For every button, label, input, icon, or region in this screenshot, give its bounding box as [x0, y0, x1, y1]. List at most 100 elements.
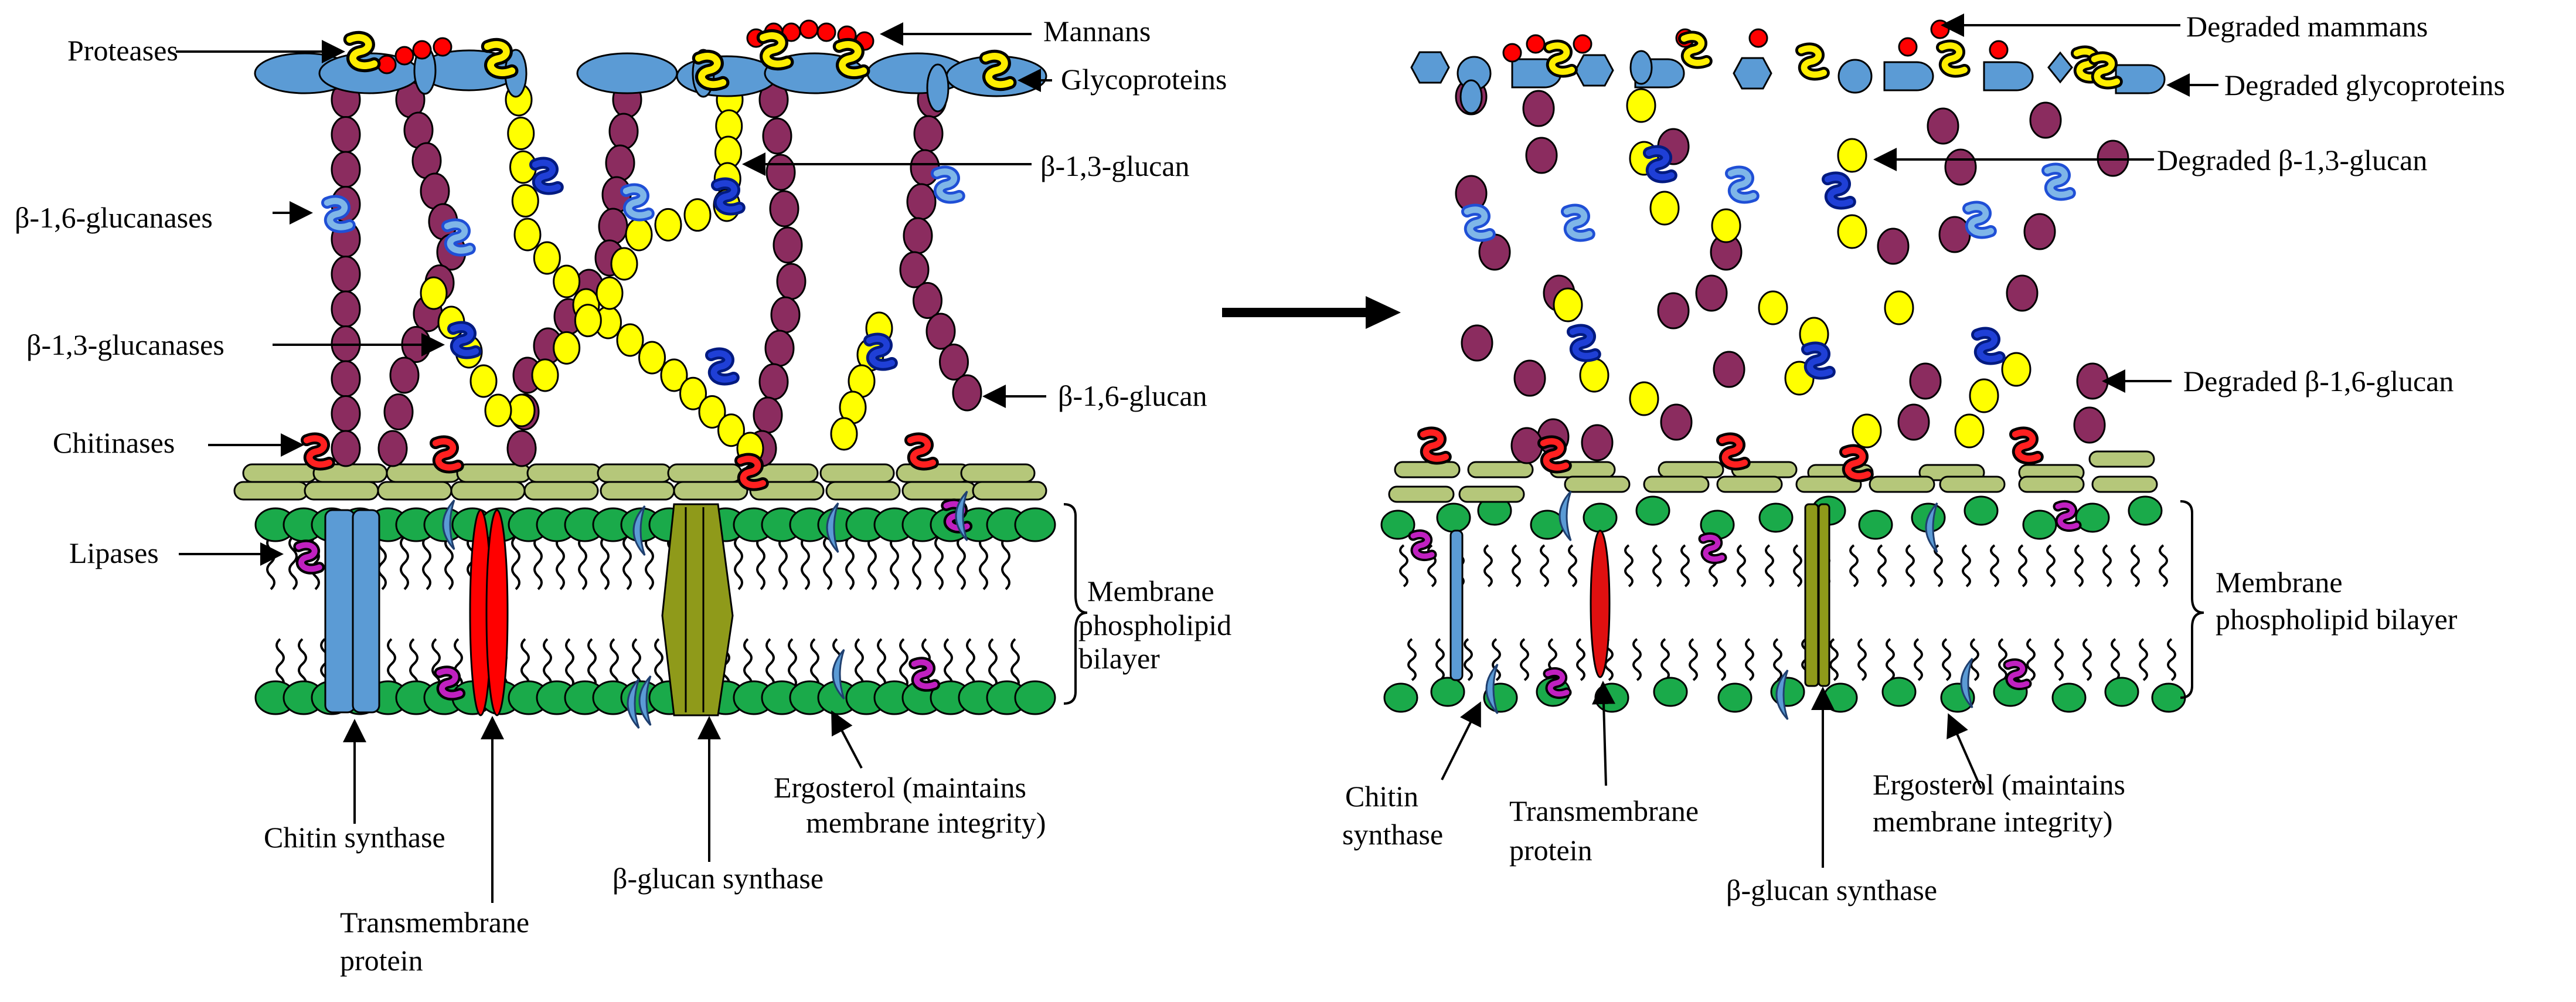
beta-1-3-glucanase [1824, 174, 1853, 207]
beta-1-6-glucan [903, 217, 933, 254]
protease [835, 41, 867, 76]
lipid-tail [1464, 638, 1473, 681]
lipid-tail [765, 638, 775, 690]
lipid-tail [988, 638, 998, 690]
degraded-glycoproteins-label: Degraded glycoproteins [2224, 69, 2505, 101]
beta-1-6-glucan [899, 251, 930, 288]
phospholipid-head [1380, 510, 1415, 540]
phospholipid-head [1583, 502, 1618, 533]
lipid-tail [1934, 544, 1943, 587]
lipid-tail [1962, 544, 1971, 587]
beta-1-3-glucan [513, 218, 542, 252]
chitin-fibril [960, 463, 1036, 483]
chitin-fragment [1564, 475, 1631, 493]
right-chitin-fragments [1388, 450, 2158, 503]
chitin-fibril [304, 481, 379, 501]
chitin-synthase-arrow [1441, 701, 1481, 780]
chitin-fibril [456, 463, 532, 483]
transmembrane-protein [485, 509, 509, 716]
beta-1-3-glucanase [866, 335, 895, 368]
lipid-tail [1399, 544, 1408, 587]
lipid-tail [1793, 544, 1802, 587]
chitinases-label: Chitinases [53, 426, 175, 459]
phospholipid-head [1635, 495, 1670, 526]
beta-1-6-glucan [906, 183, 937, 220]
transmembrane-arrow [1592, 681, 1616, 786]
lipid-tail [1435, 638, 1445, 681]
beta-1-3-glucan [553, 264, 581, 298]
lipid-tail [1877, 544, 1887, 587]
degraded-mannan [1526, 34, 1546, 54]
lipid-tail [1632, 638, 1642, 681]
beta-1-6-glucan [331, 256, 361, 293]
phospholipid-head [2075, 502, 2110, 533]
lipid-tail [2111, 638, 2120, 681]
beta-1-6-glucanase [1965, 203, 1994, 236]
beta-1-6-glucan [769, 190, 799, 227]
beta-1-6-glucan [764, 330, 795, 367]
beta-1-6-glucan [762, 117, 792, 155]
beta-1-3-glucan [625, 218, 653, 252]
lipid-tail [587, 638, 597, 690]
beta-1-3-glucan [469, 364, 498, 398]
ergosterol-label: Ergosterol (maintains [1873, 768, 2125, 801]
protease [1546, 42, 1575, 75]
lipid-tail [400, 535, 409, 590]
lipid-tail [610, 638, 619, 690]
phospholipid-head [2022, 510, 2057, 540]
chitinase [737, 456, 766, 488]
chitin-fragment [1643, 475, 1710, 493]
lipid-tail [1540, 544, 1549, 587]
lipid-tail [1512, 544, 1521, 587]
beta-1-6-glucan [331, 151, 361, 188]
lipase [1545, 670, 1570, 697]
degraded-glycoprotein [1837, 59, 1873, 94]
phospholipid-head [1383, 682, 1418, 713]
degraded-b13-glucan [1626, 88, 1656, 123]
ergosterol [832, 648, 845, 700]
mannan [377, 55, 397, 74]
lipid-tail [543, 638, 552, 690]
ergosterol [1925, 502, 1938, 553]
bglucan-synthase-label: β-glucan synthase [612, 862, 823, 895]
lipid-tail [1745, 638, 1754, 681]
beta-1-6-glucan [331, 290, 361, 328]
left-chitin-layer [233, 463, 1047, 501]
chitinase [1420, 429, 1449, 462]
lipid-tail [1773, 638, 1782, 681]
degraded-b13-glucan [1852, 413, 1882, 449]
degraded-b13-glucan [1758, 290, 1788, 325]
beta-1-3-glucanase [1645, 148, 1675, 181]
ergosterol [1485, 663, 1499, 715]
degraded-b13-glucan [1553, 287, 1583, 322]
membrane-label: Membrane [1087, 575, 1214, 607]
beta-1-3-glucanase [1973, 330, 2003, 362]
membrane-label: bilayer [1078, 642, 1160, 675]
ergosterol [638, 675, 652, 726]
beta-1-6-glucan [605, 144, 635, 182]
lipid-tail [1905, 544, 1915, 587]
mannan [412, 40, 432, 60]
phospholipid-head [1594, 682, 1629, 713]
beta-1-6-glucan [331, 360, 361, 398]
lipid-tail [1483, 544, 1493, 587]
lipid-tail [1576, 638, 1585, 681]
ergosterol-label: membrane integrity) [1873, 805, 2113, 838]
protease [695, 53, 727, 88]
chitinase [303, 435, 332, 468]
lipid-tail [2102, 544, 2112, 587]
chitin-fragment [1388, 485, 1455, 503]
transmembrane-label: Transmembrane [340, 906, 529, 939]
lipid-tail [743, 638, 753, 690]
degraded-b16-glucan [2076, 362, 2109, 400]
degraded-glycoprotein [1733, 57, 1772, 90]
degraded-b16-glucan [1522, 90, 1555, 127]
phospholipid-head [2151, 682, 2186, 713]
lipid-tail [1660, 638, 1670, 681]
left-membrane-proteins [324, 490, 968, 729]
protease [982, 53, 1014, 88]
beta-1-6-glucan [383, 393, 414, 430]
lipid-tail [801, 535, 810, 590]
degraded-glycoprotein [1410, 51, 1450, 84]
left-glucan-chains [331, 81, 982, 467]
